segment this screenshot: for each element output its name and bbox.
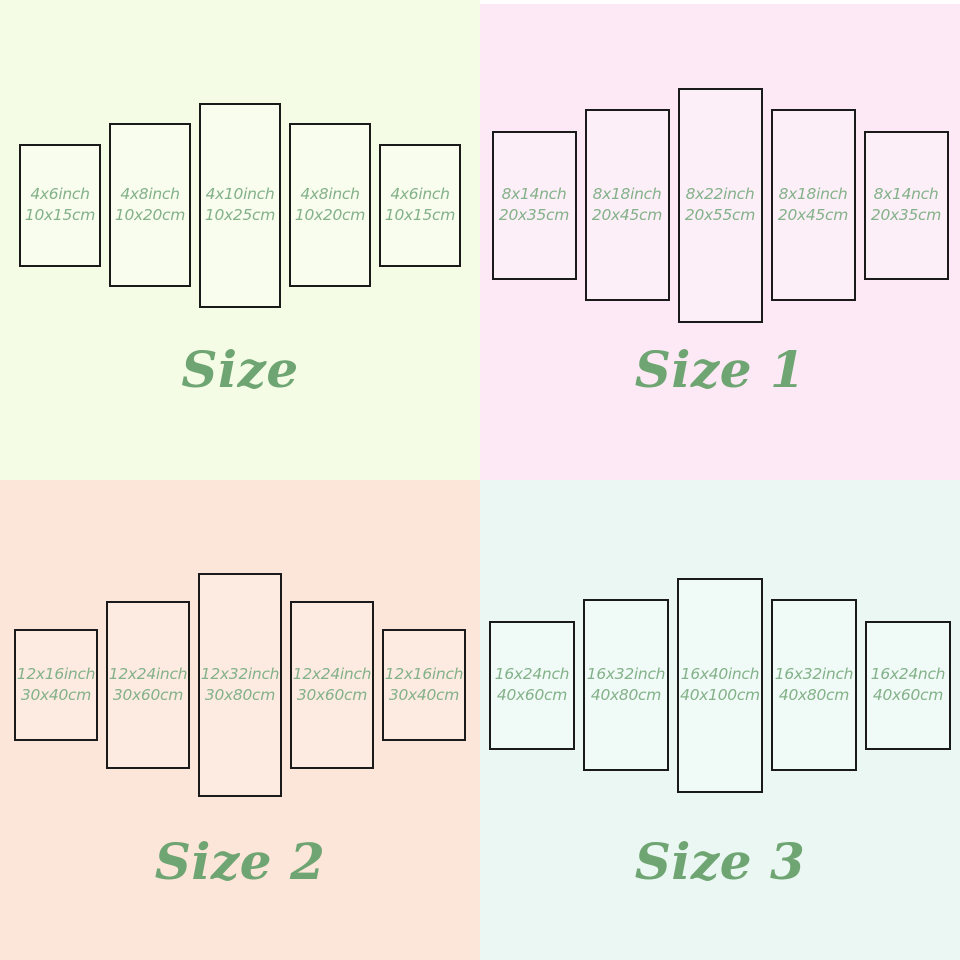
panel-size-inch: 4x10inch xyxy=(205,185,275,204)
panel-size-cm: 40x80cm xyxy=(590,686,662,704)
panel-size-cm: 30x40cm xyxy=(388,686,460,704)
canvas-panel: 16x24nch 40x60cm xyxy=(489,620,575,750)
canvas-panel: 4x8inch 10x20cm xyxy=(109,123,191,287)
panel-size-cm: 20x45cm xyxy=(777,206,849,224)
panel-size-label: 16x24nch 40x60cm xyxy=(870,664,946,706)
canvas-panel: 16x24nch 40x60cm xyxy=(865,620,951,750)
panel-size-label: 12x24inch 30x60cm xyxy=(108,664,188,706)
quadrant-title: Size xyxy=(181,340,299,399)
panel-size-cm: 40x100cm xyxy=(680,686,760,704)
quadrant-size: 4x6inch 10x15cm 4x8inch 10x20cm 4x10inch… xyxy=(0,0,480,480)
panel-size-inch: 8x18inch xyxy=(592,185,662,204)
canvas-panel: 8x18inch 20x45cm xyxy=(770,109,856,301)
canvas-panel: 16x32inch 40x80cm xyxy=(583,599,669,771)
panel-size-cm: 30x60cm xyxy=(296,686,368,704)
canvas-panel: 4x10inch 10x25cm xyxy=(199,102,281,308)
panel-size-cm: 10x15cm xyxy=(24,206,96,224)
canvas-panel: 12x32inch 30x80cm xyxy=(198,573,282,797)
panel-size-cm: 30x60cm xyxy=(112,686,184,704)
panel-size-label: 12x24inch 30x60cm xyxy=(292,664,372,706)
panel-row: 12x16inch 30x40cm 12x24inch 30x60cm 12x3… xyxy=(0,480,480,890)
quadrant-size-1: 8x14nch 20x35cm 8x18inch 20x45cm 8x22inc… xyxy=(480,0,960,480)
canvas-panel: 8x22inch 20x55cm xyxy=(677,87,763,323)
panel-size-label: 12x16inch 30x40cm xyxy=(384,664,464,706)
canvas-panel: 12x16inch 30x40cm xyxy=(382,629,466,741)
panel-size-label: 4x8inch 10x20cm xyxy=(295,184,365,226)
canvas-panel: 16x32inch 40x80cm xyxy=(771,599,857,771)
canvas-panel: 8x18inch 20x45cm xyxy=(584,109,670,301)
panel-size-label: 8x18inch 20x45cm xyxy=(778,184,848,226)
panel-size-label: 4x8inch 10x20cm xyxy=(115,184,185,226)
panel-size-label: 12x16inch 30x40cm xyxy=(16,664,96,706)
panel-size-cm: 20x35cm xyxy=(498,206,570,224)
panel-row: 4x6inch 10x15cm 4x8inch 10x20cm 4x10inch… xyxy=(0,0,480,410)
panel-size-inch: 16x24nch xyxy=(494,665,570,684)
panel-size-label: 8x22inch 20x55cm xyxy=(685,184,755,226)
panel-size-inch: 4x6inch xyxy=(390,185,450,204)
canvas-panel: 8x14nch 20x35cm xyxy=(491,130,577,280)
panel-size-cm: 20x45cm xyxy=(591,206,663,224)
panel-size-cm: 20x35cm xyxy=(870,206,942,224)
panel-size-cm: 40x60cm xyxy=(496,686,568,704)
panel-size-cm: 10x15cm xyxy=(384,206,456,224)
canvas-panel: 12x24inch 30x60cm xyxy=(290,601,374,769)
panel-size-cm: 30x80cm xyxy=(204,686,276,704)
panel-size-cm: 10x25cm xyxy=(204,206,276,224)
panel-size-cm: 10x20cm xyxy=(294,206,366,224)
panel-size-inch: 12x24inch xyxy=(108,665,188,684)
panel-size-label: 8x14nch 20x35cm xyxy=(871,184,941,226)
canvas-panel: 4x8inch 10x20cm xyxy=(289,123,371,287)
panel-size-inch: 4x8inch xyxy=(300,185,360,204)
panel-size-cm: 30x40cm xyxy=(20,686,92,704)
panel-size-inch: 4x8inch xyxy=(120,185,180,204)
canvas-panel: 4x6inch 10x15cm xyxy=(379,143,461,267)
panel-size-label: 8x14nch 20x35cm xyxy=(499,184,569,226)
quadrant-size-3: 16x24nch 40x60cm 16x32inch 40x80cm 16x40… xyxy=(480,480,960,960)
panel-size-inch: 8x22inch xyxy=(685,185,755,204)
canvas-panel: 8x14nch 20x35cm xyxy=(863,130,949,280)
panel-size-cm: 40x80cm xyxy=(778,686,850,704)
panel-size-inch: 16x32inch xyxy=(586,665,666,684)
panel-size-label: 16x24nch 40x60cm xyxy=(494,664,570,706)
panel-size-label: 16x32inch 40x80cm xyxy=(586,664,666,706)
panel-size-inch: 8x14nch xyxy=(873,185,939,204)
panel-size-inch: 16x32inch xyxy=(774,665,854,684)
panel-row: 16x24nch 40x60cm 16x32inch 40x80cm 16x40… xyxy=(480,480,960,890)
canvas-panel: 12x16inch 30x40cm xyxy=(14,629,98,741)
quadrant-title: Size 2 xyxy=(154,832,326,891)
quadrant-title: Size 3 xyxy=(634,832,806,891)
canvas-panel: 16x40inch 40x100cm xyxy=(677,577,763,793)
panel-row: 8x14nch 20x35cm 8x18inch 20x45cm 8x22inc… xyxy=(480,0,960,410)
quadrant-title: Size 1 xyxy=(634,340,806,399)
panel-size-cm: 10x20cm xyxy=(114,206,186,224)
panel-size-inch: 8x14nch xyxy=(501,185,567,204)
panel-size-label: 16x32inch 40x80cm xyxy=(774,664,854,706)
panel-size-inch: 12x32inch xyxy=(200,665,280,684)
panel-size-label: 12x32inch 30x80cm xyxy=(200,664,280,706)
panel-size-label: 8x18inch 20x45cm xyxy=(592,184,662,226)
quadrant-size-2: 12x16inch 30x40cm 12x24inch 30x60cm 12x3… xyxy=(0,480,480,960)
panel-size-inch: 4x6inch xyxy=(30,185,90,204)
panel-size-inch: 16x24nch xyxy=(870,665,946,684)
panel-size-label: 4x6inch 10x15cm xyxy=(25,184,95,226)
panel-size-inch: 16x40inch xyxy=(680,665,760,684)
panel-size-inch: 12x16inch xyxy=(16,665,96,684)
panel-size-inch: 12x16inch xyxy=(384,665,464,684)
panel-size-inch: 8x18inch xyxy=(778,185,848,204)
panel-size-cm: 20x55cm xyxy=(684,206,756,224)
canvas-panel: 4x6inch 10x15cm xyxy=(19,143,101,267)
panel-size-label: 4x6inch 10x15cm xyxy=(385,184,455,226)
panel-size-label: 4x10inch 10x25cm xyxy=(205,184,275,226)
panel-size-label: 16x40inch 40x100cm xyxy=(680,664,760,706)
panel-size-inch: 12x24inch xyxy=(292,665,372,684)
panel-size-cm: 40x60cm xyxy=(872,686,944,704)
canvas-panel: 12x24inch 30x60cm xyxy=(106,601,190,769)
